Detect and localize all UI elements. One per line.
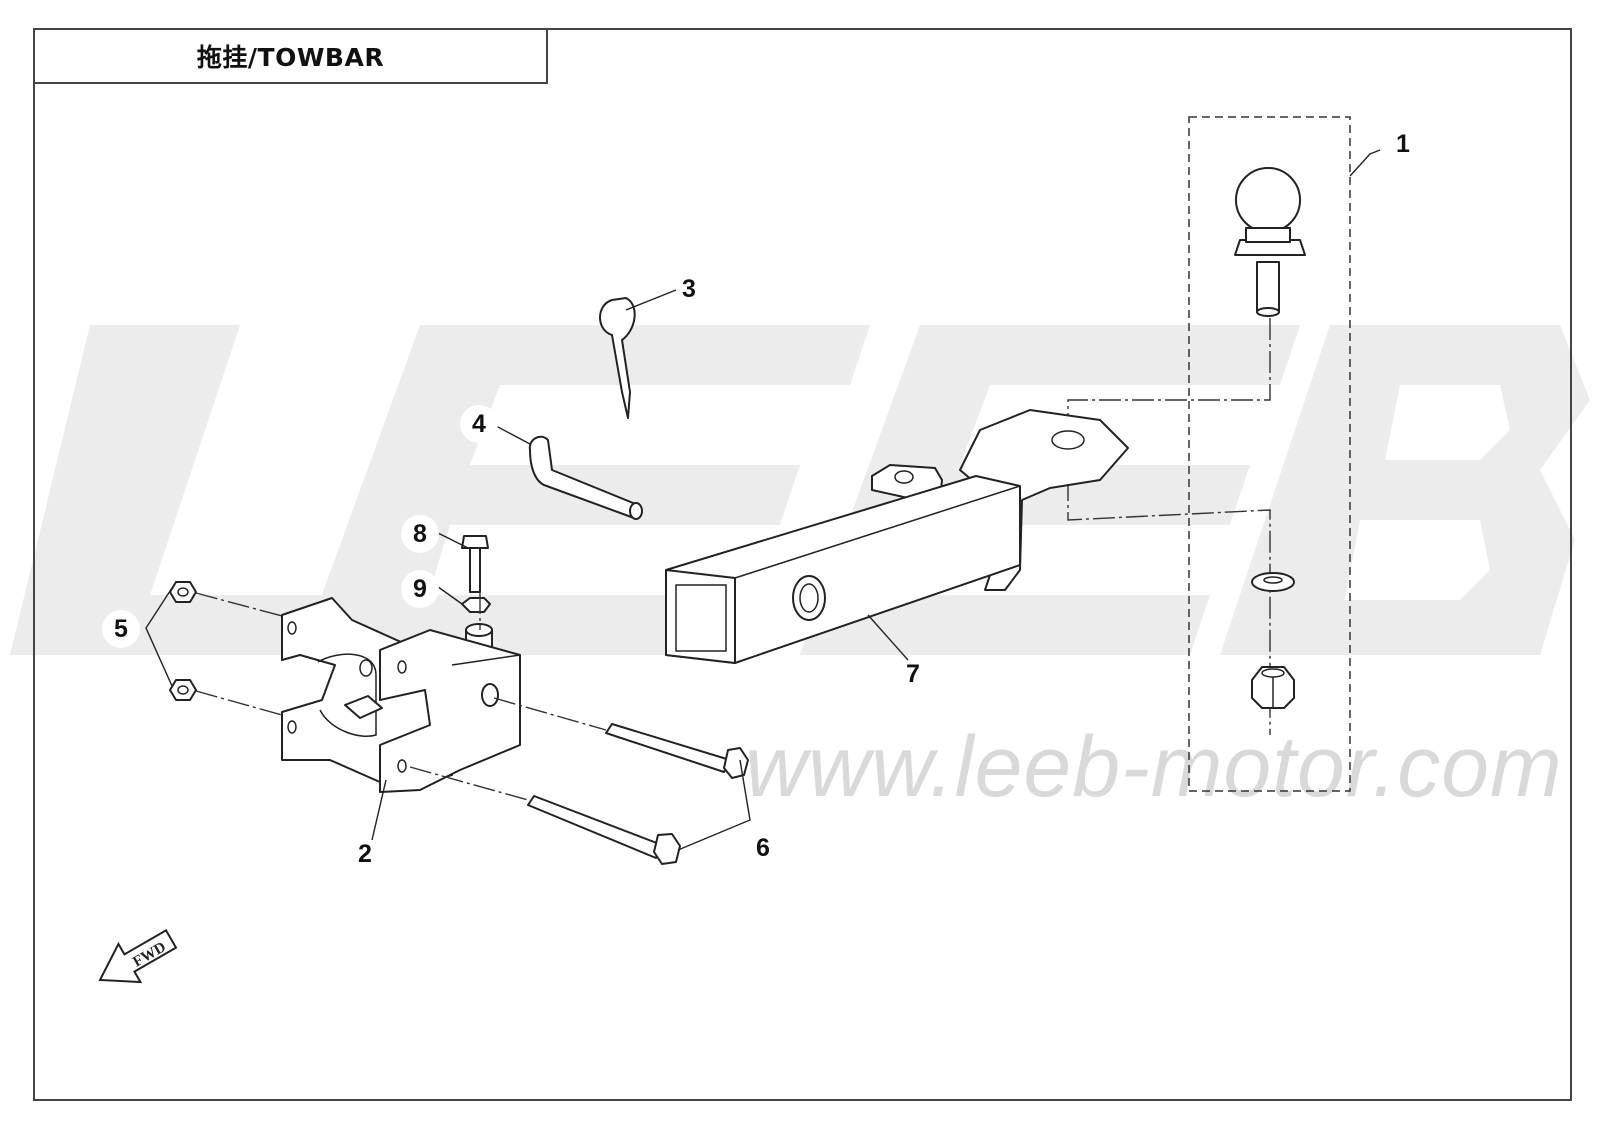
callout-3: 3 (682, 275, 696, 303)
callout-5: 5 (102, 610, 140, 648)
ball-center-line (1067, 318, 1271, 735)
nut-lower-shape (169, 679, 197, 701)
callout-9: 9 (401, 570, 439, 608)
hitch-pin-clip-shape (599, 297, 636, 419)
bolt-lower-shape (527, 795, 681, 865)
bolt-upper-shape (605, 723, 749, 779)
ball-nut (1251, 666, 1295, 709)
callout-2: 2 (358, 840, 372, 868)
callout-7: 7 (906, 660, 920, 688)
callout-6: 6 (756, 834, 770, 862)
hitch-ball (1234, 167, 1306, 317)
nut-upper-shape (169, 581, 197, 603)
watermark-url: www.leeb-motor.com (745, 719, 1563, 815)
hitch-pin-shape (528, 435, 643, 520)
small-nut-shape (461, 597, 491, 613)
page-title: 拖挂/TOWBAR (196, 43, 385, 72)
title-box: 拖挂/TOWBAR (33, 28, 548, 84)
ball-washer (1251, 572, 1295, 592)
callout-8: 8 (401, 515, 439, 553)
callout-1: 1 (1396, 130, 1410, 158)
mounting-bracket-shape (281, 597, 521, 793)
kit-1-boundary (1188, 116, 1351, 792)
callout-4: 4 (460, 405, 498, 443)
diagram-frame (33, 28, 1572, 1101)
fwd-arrow-icon: FWD (98, 928, 178, 984)
small-bolt-shape (461, 535, 489, 593)
receiver-drawbar-shape (665, 409, 1129, 664)
